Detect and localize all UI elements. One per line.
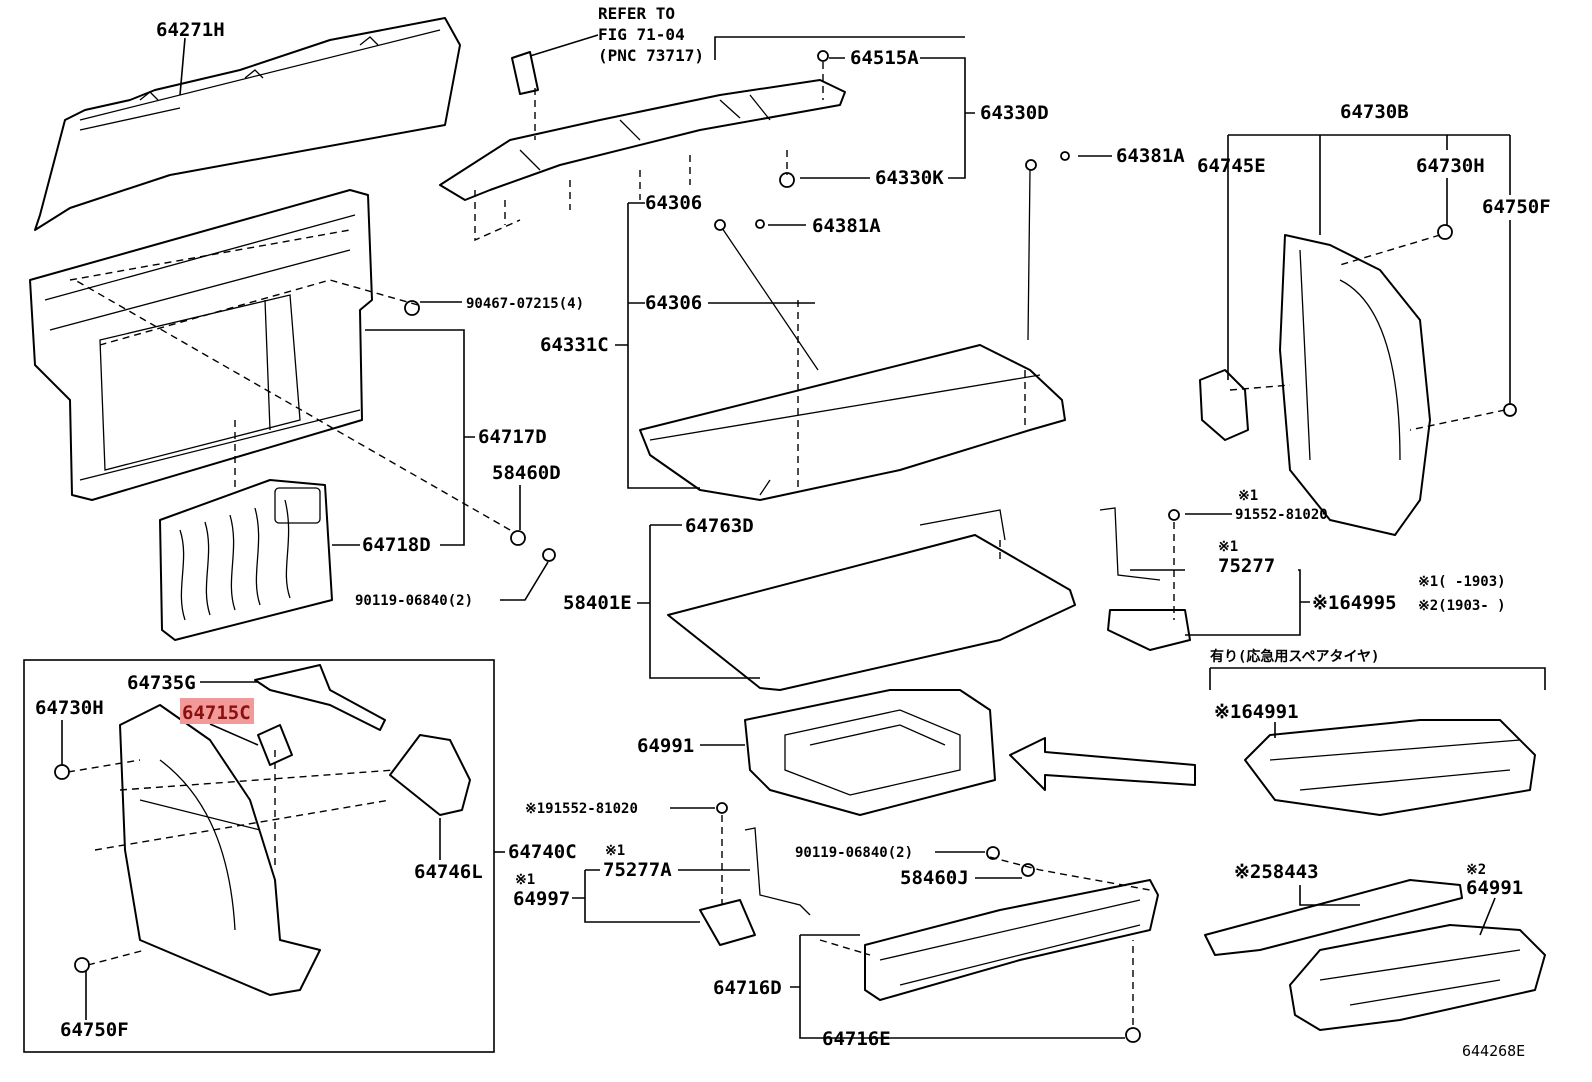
label-64730h-right[interactable]: 64730H — [1416, 155, 1485, 177]
label-64763d[interactable]: 64763D — [685, 515, 754, 537]
label-64746l[interactable]: 64746L — [414, 861, 483, 883]
label-90119-center[interactable]: 90119-06840(2) — [795, 845, 913, 861]
label-58401e[interactable]: 58401E — [563, 592, 632, 614]
label-64750f-left[interactable]: 64750F — [60, 1019, 129, 1041]
part-64730b-panel — [1199, 234, 1431, 536]
arrow-indicator — [1009, 737, 1196, 791]
label-58443[interactable]: ※258443 — [1234, 861, 1319, 883]
label-64997-mark: ※1 — [515, 872, 535, 888]
label-64740c[interactable]: 64740C — [508, 841, 577, 863]
label-75277-mark: ※1 — [1218, 539, 1238, 555]
label-58460d[interactable]: 58460D — [492, 462, 561, 484]
label-58460j[interactable]: 58460J — [900, 867, 969, 889]
highlight-64715c — [180, 698, 254, 724]
part-64718d-mat — [159, 479, 333, 641]
part-64746l-duct — [389, 734, 471, 816]
label-64730b[interactable]: 64730B — [1340, 101, 1409, 123]
label-64716e[interactable]: 64716E — [822, 1028, 891, 1050]
label-90119-left[interactable]: 90119-06840(2) — [355, 593, 473, 609]
label-91552-right[interactable]: 91552-81020 — [1235, 507, 1328, 523]
label-64330d[interactable]: 64330D — [980, 102, 1049, 124]
label-75277a-mark: ※1 — [605, 843, 625, 859]
part-64991-tray — [744, 689, 996, 816]
label-64716d[interactable]: 64716D — [713, 977, 782, 999]
label-64381a-top[interactable]: 64381A — [1116, 145, 1185, 167]
leader-lines — [61, 34, 1546, 1039]
legend-line1: ※1( -1903) — [1418, 574, 1506, 590]
part-64717d-frame — [29, 189, 373, 501]
label-64271h[interactable]: 64271H — [156, 19, 225, 41]
part-64740c-panel — [119, 664, 471, 996]
dashed-connectors — [67, 62, 1506, 1025]
label-refer-line1: REFER TO — [598, 4, 675, 23]
label-75277a[interactable]: 75277A — [603, 859, 672, 881]
part-64735g — [254, 664, 386, 731]
label-64995[interactable]: ※164995 — [1312, 592, 1397, 614]
label-spare-tire-header: 有り(応急用スペアタイヤ) — [1210, 648, 1379, 665]
part-64991-right-tray — [1244, 719, 1536, 816]
label-64717d[interactable]: 64717D — [478, 426, 547, 448]
label-64997[interactable]: 64997 — [513, 888, 570, 910]
part-58401e-board — [667, 509, 1076, 691]
inset-frame — [23, 659, 495, 1053]
label-64515a[interactable]: 64515A — [850, 47, 919, 69]
label-64735g[interactable]: 64735G — [127, 672, 196, 694]
part-64330d-rail — [439, 51, 846, 201]
label-64306-mid[interactable]: 64306 — [645, 292, 702, 314]
part-64331c-cover — [639, 159, 1066, 501]
label-64991-center[interactable]: 64991 — [637, 735, 694, 757]
part-64995-bracket — [1099, 507, 1191, 651]
part-64716d-sill — [864, 879, 1159, 1001]
label-64306-top[interactable]: 64306 — [645, 192, 702, 214]
label-75277[interactable]: 75277 — [1218, 555, 1275, 577]
legend-line2: ※2(1903- ) — [1418, 598, 1506, 614]
label-91552-center[interactable]: ※191552-81020 — [525, 801, 638, 817]
figure-code: 644268E — [1462, 1042, 1525, 1060]
label-64991-low[interactable]: 64991 — [1466, 877, 1523, 899]
label-64730h-left[interactable]: 64730H — [35, 697, 104, 719]
label-refer-line2: FIG 71-04 — [598, 25, 685, 44]
label-64331c[interactable]: 64331C — [540, 334, 609, 356]
part-64271h-panel — [34, 17, 461, 231]
part-58443-tray — [1204, 879, 1463, 956]
label-64991-low-mark: ※2 — [1466, 862, 1486, 878]
label-64330k[interactable]: 64330K — [875, 167, 944, 189]
label-64715c[interactable]: 64715C — [182, 702, 251, 724]
label-refer-line3: (PNC 73717) — [598, 46, 704, 65]
label-64381a-mid[interactable]: 64381A — [812, 215, 881, 237]
label-64718d[interactable]: 64718D — [362, 534, 431, 556]
label-64745e[interactable]: 64745E — [1197, 155, 1266, 177]
fasteners — [54, 50, 1517, 1043]
label-64991-right[interactable]: ※164991 — [1214, 701, 1299, 723]
part-64715c-cover — [257, 724, 293, 766]
part-64991-lower-tray — [1289, 924, 1546, 1031]
label-91552-right-mark: ※1 — [1238, 488, 1258, 504]
label-64750f-right[interactable]: 64750F — [1482, 196, 1551, 218]
label-90467[interactable]: 90467-07215(4) — [466, 296, 584, 312]
part-75277a-bracket — [699, 827, 811, 946]
